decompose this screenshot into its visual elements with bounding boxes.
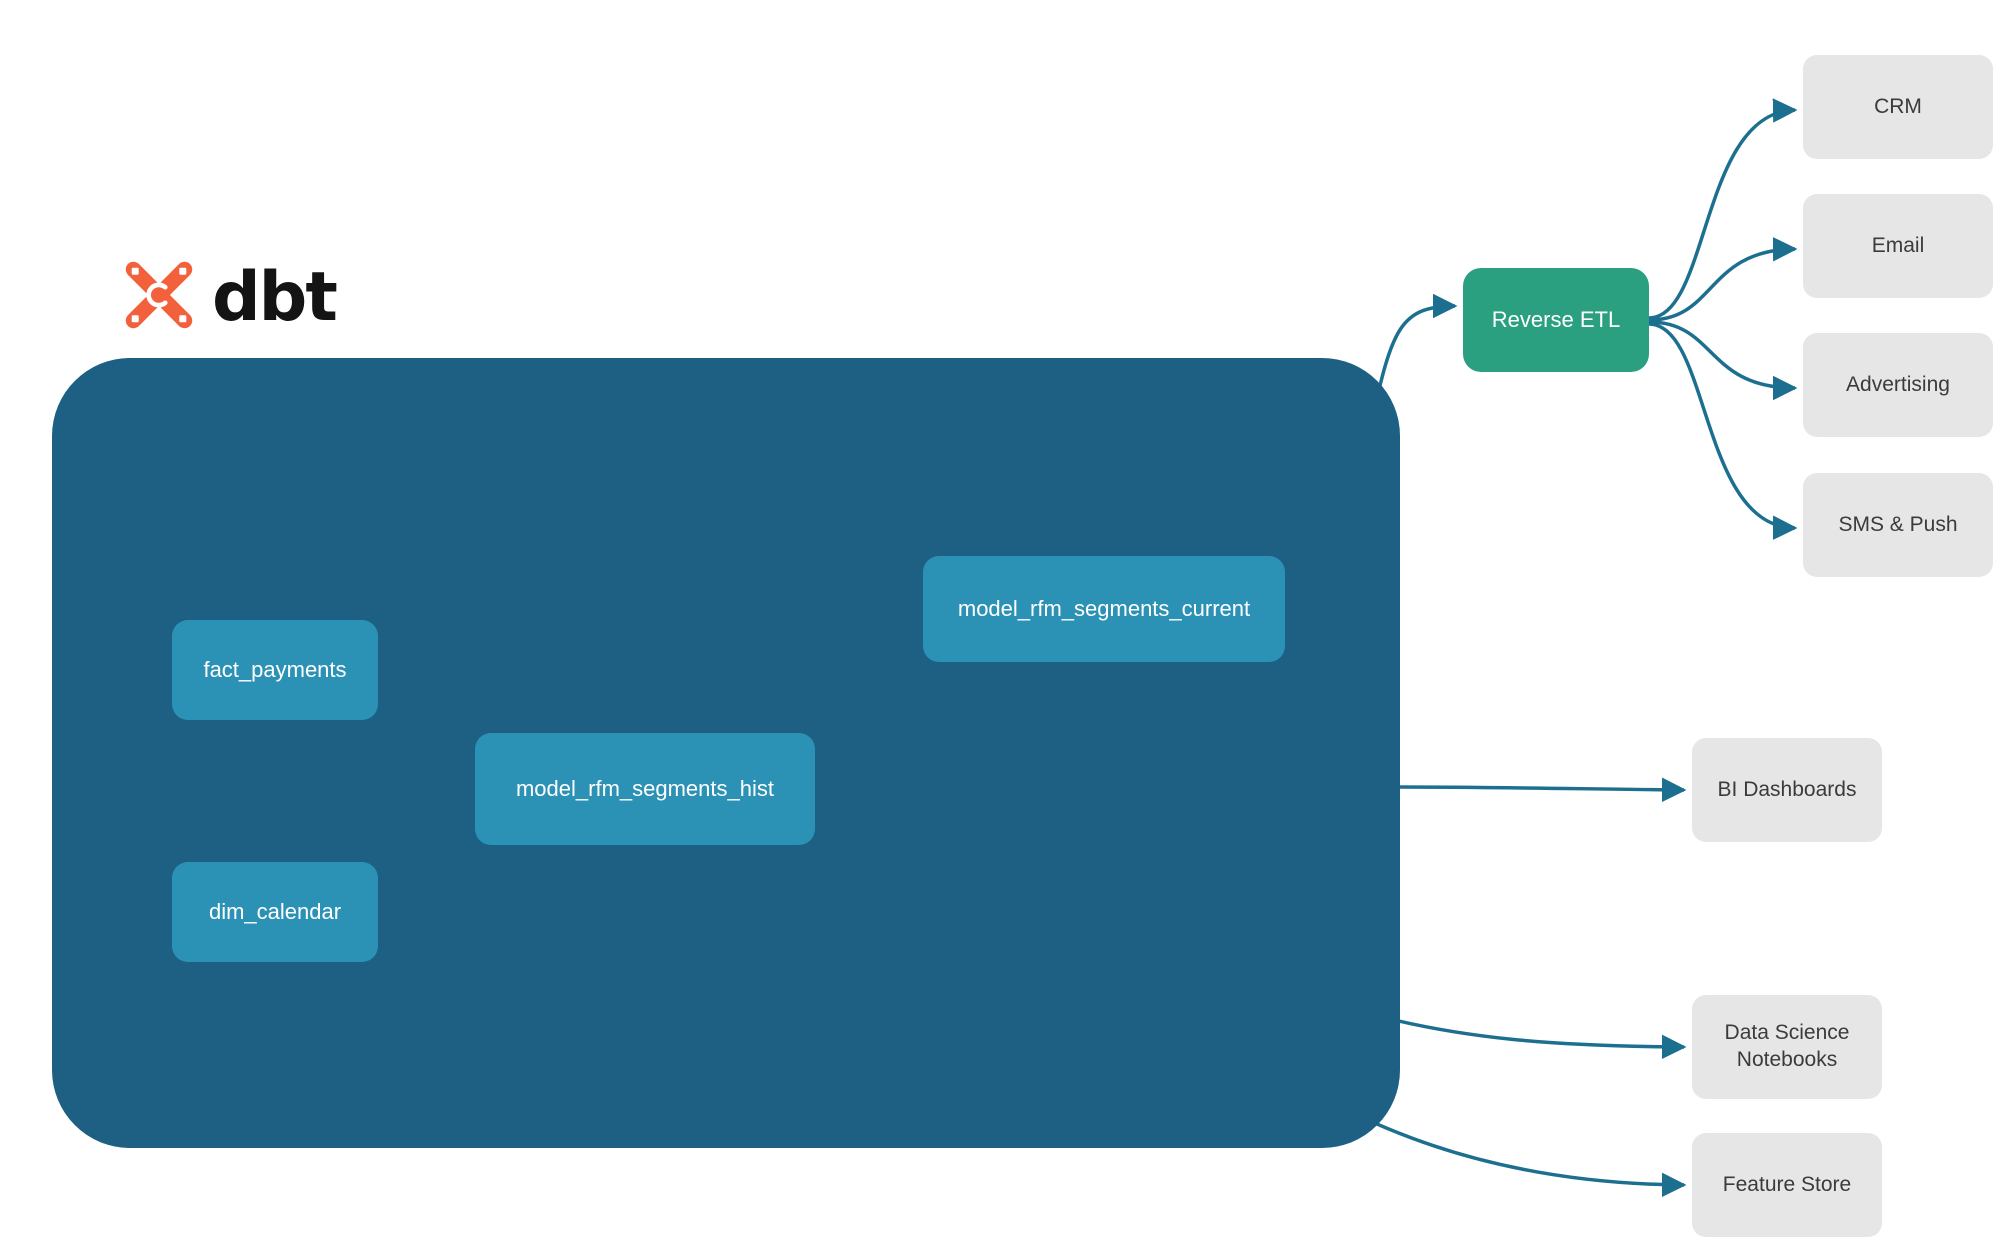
destination-node-label: SMS & Push — [1838, 512, 1958, 536]
destination-node-bi-dashboards[interactable]: BI Dashboards — [1692, 738, 1882, 842]
destination-node-label: CRM — [1874, 94, 1922, 118]
edge-to-bi-dashboards — [1389, 777, 1687, 803]
reverse-etl-node[interactable]: Reverse ETL — [1463, 268, 1649, 372]
dbt-logo: dbt — [120, 256, 338, 339]
reverse-etl-label: Reverse ETL — [1491, 306, 1621, 332]
dbt-logo-mark-icon — [120, 256, 198, 339]
model-node-model-rfm-segments-current[interactable]: model_rfm_segments_current — [923, 556, 1285, 662]
edge-reverse-etl-to-crm — [1648, 98, 1798, 320]
destination-node-label: Email — [1871, 233, 1925, 257]
destination-node-label: Feature Store — [1722, 1172, 1852, 1196]
destination-node-email[interactable]: Email — [1803, 194, 1993, 298]
model-node-label: model_rfm_segments_current — [957, 595, 1251, 621]
edge-to-data-science-notebooks — [1355, 1008, 1687, 1060]
destination-node-label: BI Dashboards — [1717, 777, 1857, 801]
model-node-dim-calendar[interactable]: dim_calendar — [172, 862, 378, 962]
destination-node-label: Advertising — [1846, 372, 1950, 396]
model-node-model-rfm-segments-hist[interactable]: model_rfm_segments_hist — [475, 733, 815, 845]
destination-node-sms-push[interactable]: SMS & Push — [1803, 473, 1993, 577]
model-node-label: model_rfm_segments_hist — [515, 775, 774, 801]
dbt-wordmark: dbt — [212, 257, 338, 337]
model-node-label: dim_calendar — [208, 898, 342, 924]
edge-reverse-etl-to-email — [1648, 237, 1798, 322]
model-node-fact-payments[interactable]: fact_payments — [172, 620, 378, 720]
destination-node-feature-store[interactable]: Feature Store — [1692, 1133, 1882, 1237]
edge-reverse-etl-to-advertising — [1648, 320, 1798, 401]
destination-node-advertising[interactable]: Advertising — [1803, 333, 1993, 437]
model-node-label: fact_payments — [203, 656, 347, 682]
destination-node-crm[interactable]: CRM — [1803, 55, 1993, 159]
edge-reverse-etl-to-sms-push — [1648, 322, 1798, 540]
